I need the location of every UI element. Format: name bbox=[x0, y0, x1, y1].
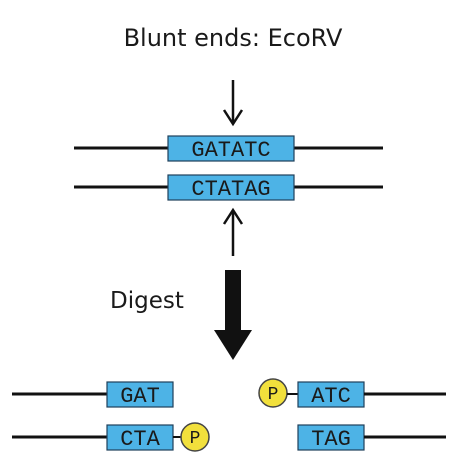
recognition-site-bottom-sequence: CTATAG bbox=[191, 177, 270, 202]
down-arrow-icon bbox=[222, 80, 244, 127]
diagram-title: Blunt ends: EcoRV bbox=[124, 24, 343, 52]
left-phosphate-label: P bbox=[190, 429, 201, 449]
left-fragment-top-box bbox=[106, 381, 174, 408]
digest-label: Digest bbox=[110, 288, 184, 314]
recognition-site-top-sequence: GATATC bbox=[191, 138, 270, 163]
bottom-strand: CTATAG bbox=[74, 174, 383, 202]
recognition-site-bottom-box bbox=[167, 174, 295, 201]
right-fragment-bottom-sequence: TAG bbox=[311, 427, 351, 452]
recognition-site-top-box bbox=[167, 135, 295, 162]
top-strand: GATATC bbox=[74, 135, 383, 163]
left-fragment: GAT CTA P bbox=[12, 381, 210, 452]
digest-arrow-icon bbox=[214, 270, 252, 360]
up-arrow-icon bbox=[222, 207, 244, 256]
right-fragment-top-box bbox=[297, 381, 365, 408]
right-phosphate-label: P bbox=[268, 385, 279, 405]
left-fragment-top-sequence: GAT bbox=[120, 384, 160, 409]
left-phosphate-icon bbox=[180, 422, 210, 452]
right-fragment-top-sequence: ATC bbox=[311, 384, 351, 409]
right-fragment: P ATC TAG bbox=[258, 378, 446, 452]
left-fragment-bottom-sequence: CTA bbox=[120, 427, 160, 452]
